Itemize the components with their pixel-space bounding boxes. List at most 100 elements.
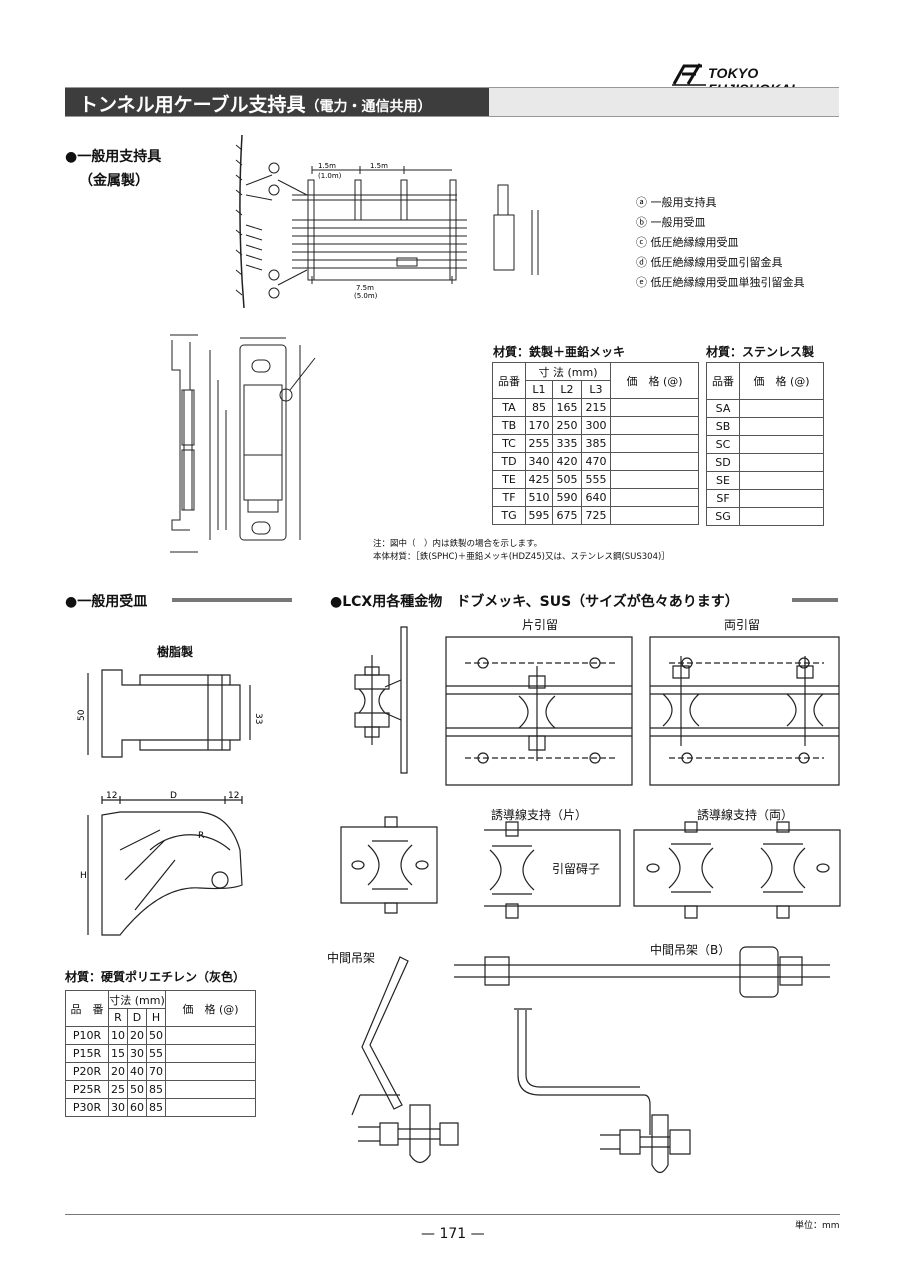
cell-price <box>610 470 699 489</box>
table-row: SD <box>706 453 824 472</box>
page-title-main: トンネル用ケーブル支持具 <box>79 94 306 116</box>
cell-d: 40 <box>127 1062 147 1081</box>
th-r: R <box>108 1008 128 1027</box>
th-l3: L3 <box>581 380 611 399</box>
page-title: トンネル用ケーブル支持具（電力・通信共用） <box>79 90 431 117</box>
section-tray-heading: ●一般用受皿 <box>65 594 148 610</box>
dim-w50: 50 <box>77 709 87 721</box>
cell-price <box>165 1098 256 1117</box>
cell-d: 50 <box>127 1080 147 1099</box>
parts-legend: ⓐ 一般用支持具 ⓑ 一般用受皿 ⓒ 低圧絶縁線用受皿 ⓓ 低圧絶縁線用受皿引留… <box>636 193 805 293</box>
bracket-detail-drawing <box>160 330 360 560</box>
section-lcx-rule <box>792 598 838 602</box>
cell-l2: 165 <box>552 398 582 417</box>
page-title-background: トンネル用ケーブル支持具（電力・通信共用） <box>65 88 489 116</box>
page-title-bar: トンネル用ケーブル支持具（電力・通信共用） <box>65 87 839 117</box>
cell-sus-code: SE <box>706 471 740 490</box>
table-row: SE <box>706 471 824 490</box>
cell-h: 85 <box>146 1080 166 1099</box>
cell-sus-code: SG <box>706 507 740 526</box>
section-heading-line2: （金属製） <box>79 173 149 189</box>
chukan-drawing <box>340 955 470 1190</box>
support-overview-drawing: 1.5m (1.0m) 1.5m 7.5m (5.0m) <box>232 130 552 310</box>
cell-sus-code: SC <box>706 435 740 454</box>
cell-h: 55 <box>146 1044 166 1063</box>
cell-l2: 420 <box>552 452 582 471</box>
dim-label-1-5m-a: 1.5m <box>318 162 336 170</box>
label-ryobiki: 両引留 <box>724 618 761 632</box>
tray-table-caption: 材質：硬質ポリエチレン（灰色） <box>65 970 246 984</box>
cell-l1: 595 <box>525 506 553 525</box>
lcx-side-bracket-drawing <box>345 625 415 775</box>
cell-r: 25 <box>108 1080 128 1099</box>
cell-code: TC <box>492 434 526 453</box>
cell-l3: 215 <box>581 398 611 417</box>
legend-item-c: ⓒ 低圧絶縁線用受皿 <box>636 236 739 249</box>
cell-code: TD <box>492 452 526 471</box>
cell-r: 10 <box>108 1026 128 1045</box>
logo-mark-icon <box>672 60 706 86</box>
cell-code: TF <box>492 488 526 507</box>
cell-l3: 640 <box>581 488 611 507</box>
cell-price <box>739 471 824 490</box>
cell-l1: 170 <box>525 416 553 435</box>
company-logo: TOKYO FUJISHOKAI <box>672 60 842 97</box>
legend-item-b: ⓑ 一般用受皿 <box>636 216 706 229</box>
cell-d: 60 <box>127 1098 147 1117</box>
cell-price <box>739 435 824 454</box>
cell-price <box>610 488 699 507</box>
dim-label-7-5m: 7.5m <box>356 284 374 292</box>
note-line-1: 注：図中（ ）内は鉄製の場合を示します。 <box>373 539 543 549</box>
cell-price <box>739 507 824 526</box>
cell-l1: 340 <box>525 452 553 471</box>
material-notes: 注：図中（ ）内は鉄製の場合を示します。 本体材質：［鉄(SPHC)＋亜鉛メッキ… <box>373 538 670 564</box>
cell-price <box>739 399 824 418</box>
table-sus-caption: 材質：ステンレス製 <box>706 345 815 359</box>
cell-r: 15 <box>108 1044 128 1063</box>
cell-h: 50 <box>146 1026 166 1045</box>
section-tray-rule <box>172 598 292 602</box>
th-tray-code: 品 番 <box>65 990 109 1027</box>
dim-d12b: 12 <box>228 791 239 801</box>
th-l2: L2 <box>552 380 582 399</box>
th-d: D <box>127 1008 147 1027</box>
cell-price <box>739 453 824 472</box>
table-row: SA <box>706 399 824 418</box>
table-row: SG <box>706 507 824 526</box>
th-tray-dims: 寸法 (mm) <box>108 990 166 1009</box>
yudo-kata-drawing <box>470 820 630 920</box>
label-hikidome: 引留碍子 <box>552 862 601 876</box>
cell-l1: 510 <box>525 488 553 507</box>
cell-price <box>739 417 824 436</box>
cell-l3: 725 <box>581 506 611 525</box>
th-tray-price: 価 格 (@) <box>165 990 256 1027</box>
th-l1: L1 <box>525 380 553 399</box>
cell-d: 30 <box>127 1044 147 1063</box>
cell-code: P25R <box>65 1080 109 1099</box>
page-number: — 171 — <box>421 1226 485 1242</box>
page-title-sub: （電力・通信共用） <box>305 99 432 115</box>
dim-d12a: 12 <box>106 791 117 801</box>
tray-side-drawing: 12 D 12 R H <box>80 791 260 940</box>
cell-code: TA <box>492 398 526 417</box>
table-row: SC <box>706 435 824 454</box>
cell-sus-code: SF <box>706 489 740 508</box>
ryobiki-drawing <box>649 636 840 786</box>
resin-label: 樹脂製 <box>157 645 194 659</box>
legend-item-d: ⓓ 低圧絶縁線用受皿引留金具 <box>636 256 783 269</box>
cell-r: 30 <box>108 1098 128 1117</box>
th-code: 品番 <box>492 362 526 399</box>
th-dims: 寸 法 (mm) <box>525 362 611 381</box>
cell-l2: 675 <box>552 506 582 525</box>
dim-r: R <box>198 831 204 841</box>
chukan-b-rod-drawing <box>450 945 835 1005</box>
label-yudo-kata: 誘導線支持（片） <box>491 808 588 822</box>
